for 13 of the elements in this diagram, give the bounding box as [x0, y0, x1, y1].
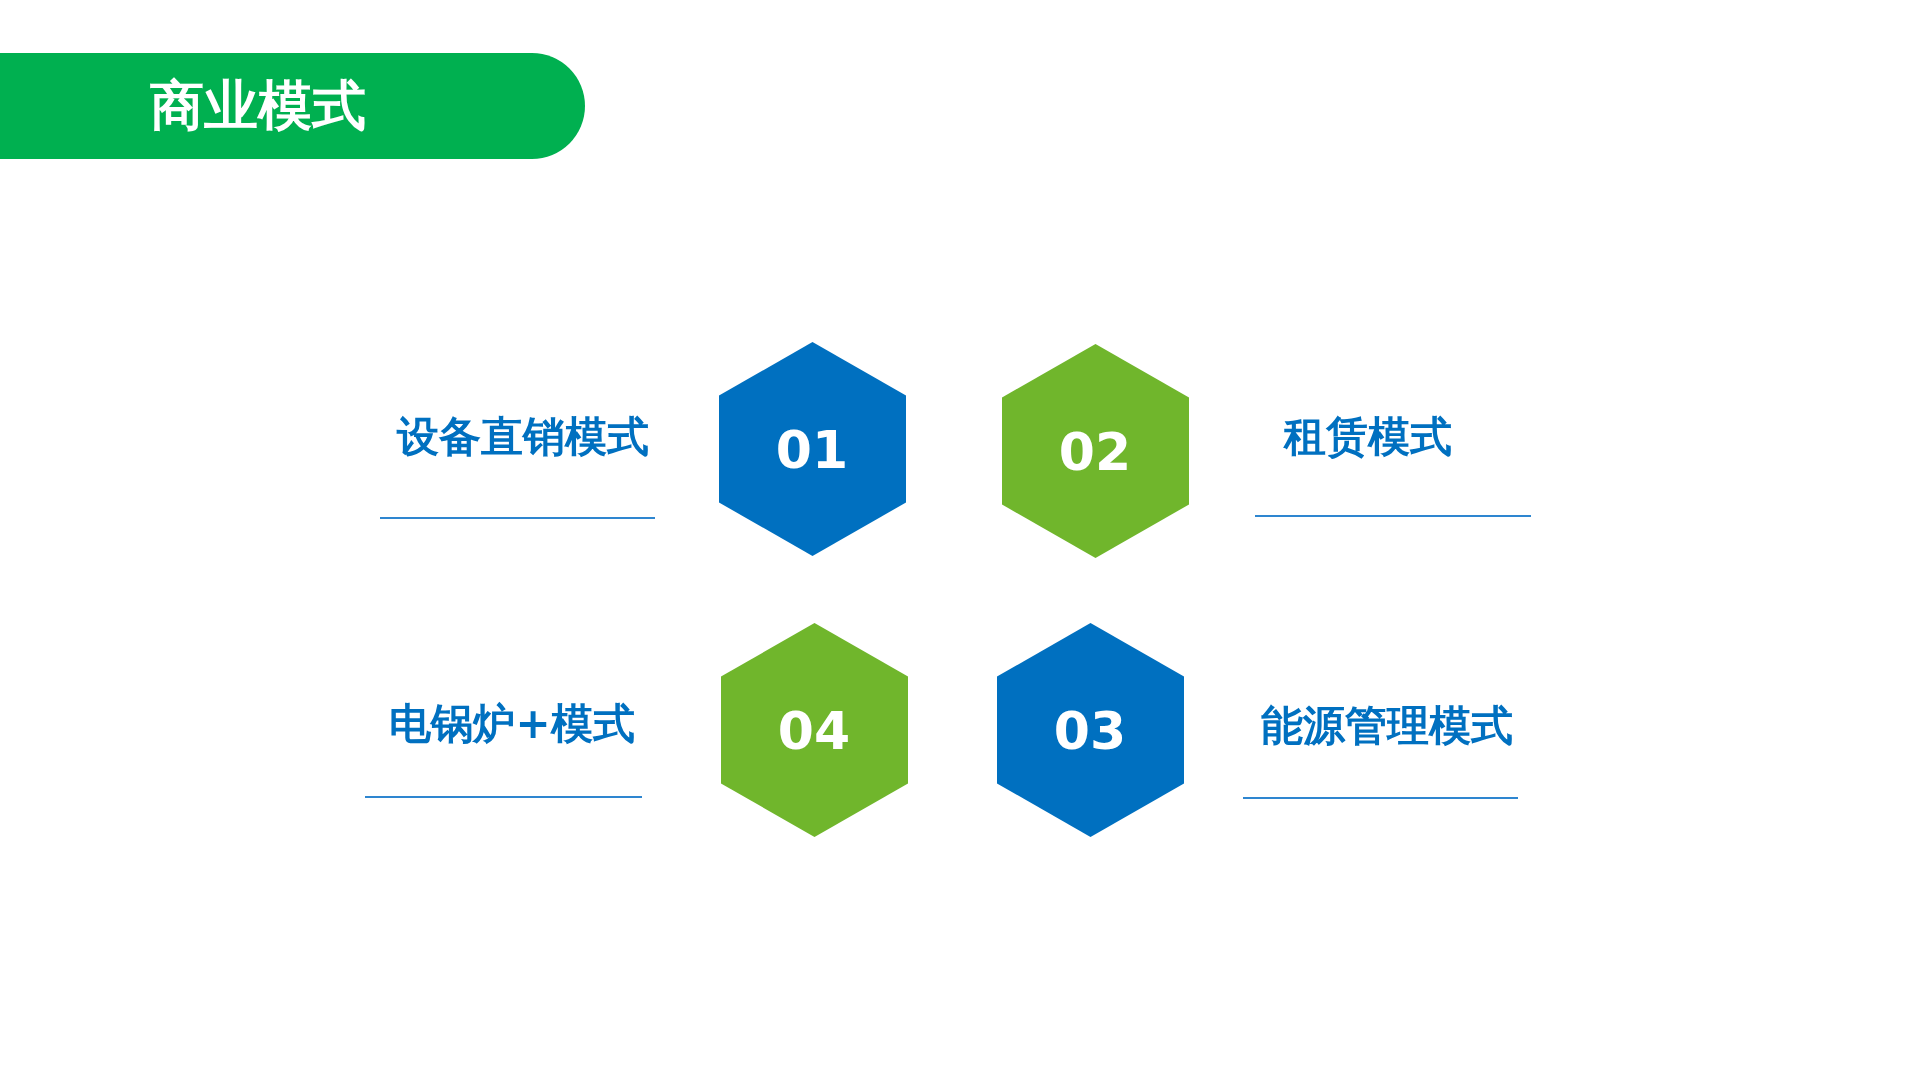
step-number: 01: [774, 422, 850, 478]
model-label: 设备直销模式: [397, 413, 649, 461]
step-number: 02: [1057, 424, 1133, 480]
title: 商业模式: [150, 78, 366, 134]
model-label: 电锅炉+模式: [389, 700, 635, 748]
hexagon: [718, 342, 906, 556]
step-number: 04: [776, 703, 852, 759]
model-label: 能源管理模式: [1261, 702, 1513, 750]
hexagon: [1001, 344, 1189, 558]
hexagon: [996, 623, 1184, 837]
model-label: 租赁模式: [1284, 413, 1452, 461]
hexagon: [720, 623, 908, 837]
step-number: 03: [1052, 703, 1128, 759]
